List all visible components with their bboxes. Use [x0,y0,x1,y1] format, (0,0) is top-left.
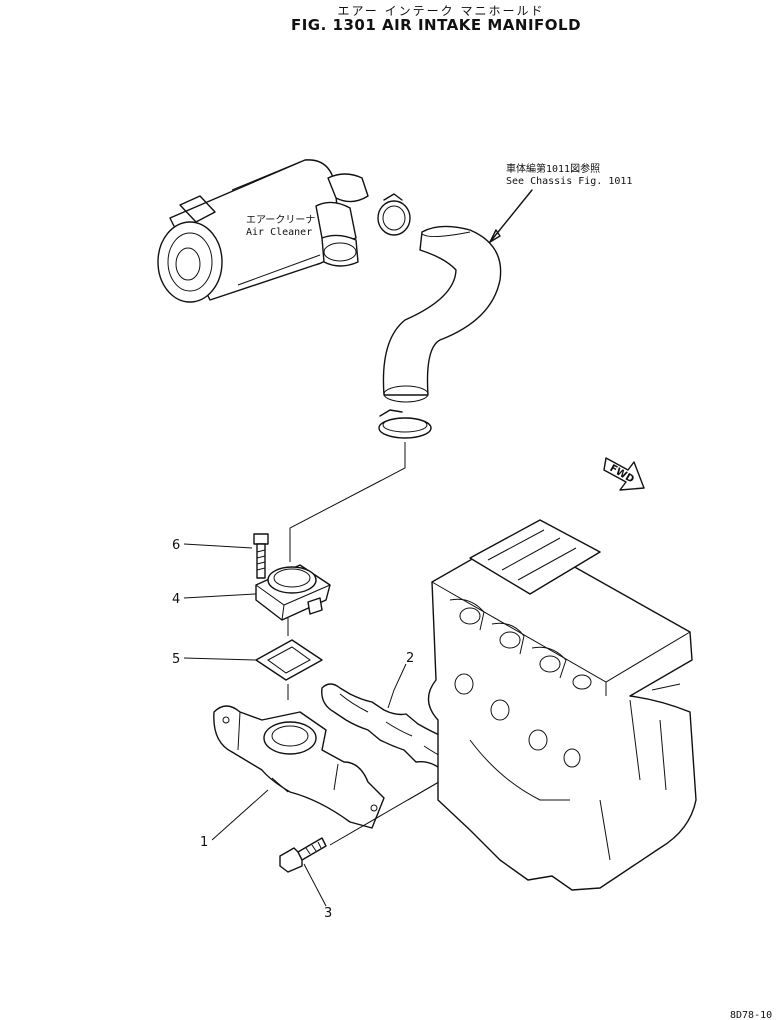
callout-5: 5 [172,652,180,667]
callout-3: 3 [324,906,332,921]
chassis-ref-label-jp: 車体編第1011図参照 [506,162,600,175]
air-cleaner [157,159,369,303]
intake-hose [382,225,502,403]
engine-block [427,519,697,891]
callout-leaders [183,543,407,907]
figure-code: 8D78-10 [730,1010,772,1020]
air-cleaner-label-jp: エアークリーナ [246,214,315,226]
callout-2: 2 [406,651,414,666]
bolt-part-3 [279,837,327,873]
callout-6: 6 [172,538,180,553]
chassis-ref-label: See Chassis Fig. 1011 [506,176,632,187]
figure-title: FIG. 1301 AIR INTAKE MANIFOLD [290,16,582,34]
gasket-part-5 [255,639,323,681]
figure-title-japanese: エアー インテーク マニホールド [337,4,545,18]
forward-direction-arrow: FWD [603,457,645,491]
intake-manifold-part-1 [213,705,385,829]
bolt-part-6 [253,533,269,579]
callout-1: 1 [200,835,208,850]
hose-clamp-upper [377,193,411,236]
callout-4: 4 [172,592,180,607]
hose-clamp-lower [378,409,432,439]
air-cleaner-label: Air Cleaner [246,227,312,238]
connector-part-4 [255,564,331,621]
